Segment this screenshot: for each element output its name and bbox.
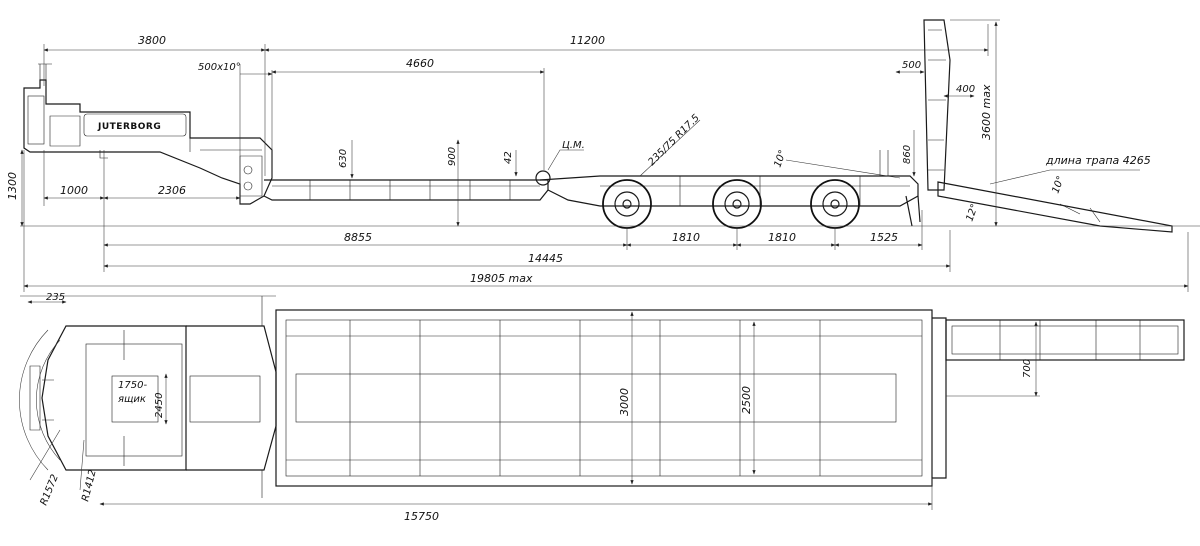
deck-frame (263, 150, 919, 207)
dim-19805-max: 19805 max (470, 272, 533, 285)
dim-700: 700 (1022, 359, 1033, 378)
center-of-mass-label: Ц.М. (562, 140, 585, 151)
dim-2500: 2500 (740, 386, 753, 414)
dim-500x10: 500x10° (198, 62, 241, 73)
dim-1300: 1300 (6, 172, 19, 200)
dim-14445: 14445 (528, 252, 563, 265)
dim-3000: 3000 (618, 388, 631, 416)
dim-1000: 1000 (60, 184, 88, 197)
dim-4660: 4660 (406, 57, 434, 70)
axle-wheels (535, 170, 860, 229)
rear-ramps (905, 19, 1173, 233)
top-view: 235 1750- ящик 2450 3000 2500 700 R1572 … (19, 292, 1185, 523)
dim-1810-b: 1810 (768, 231, 796, 244)
dim-500: 500 (902, 60, 921, 71)
angle-12: 12° (964, 203, 980, 223)
ramp-raised (923, 19, 951, 191)
dim-630: 630 (338, 149, 349, 168)
side-view: JUTERBORG (6, 19, 1200, 292)
wheel-2 (712, 179, 762, 229)
dim-900: 900 (447, 147, 458, 166)
ramp-lowered (937, 181, 1173, 233)
dim-2306: 2306 (158, 184, 186, 197)
dim-3600-max: 3600 max (980, 84, 993, 140)
angle-10-ramp: 10° (1050, 175, 1066, 195)
dim-8855: 8855 (344, 231, 372, 244)
dim-15750: 15750 (404, 510, 439, 523)
box-size-label: 1750- (118, 380, 147, 391)
brand-logo-text: JUTERBORG (97, 122, 161, 132)
angle-10-front: 10° (772, 149, 788, 169)
dim-42: 42 (503, 151, 514, 164)
top-dimension-lines (19, 295, 1040, 510)
side-dimension-lines (20, 19, 1200, 292)
dim-3800: 3800 (138, 34, 166, 47)
dim-2450: 2450 (154, 393, 165, 418)
tire-size-label: 235/75 R17.5 (646, 113, 702, 169)
ramp-plan (945, 319, 1185, 361)
dim-235: 235 (46, 292, 65, 303)
center-of-mass-mark (535, 170, 551, 186)
deck-plan (275, 309, 947, 487)
dim-1525: 1525 (870, 231, 898, 244)
wheel-3 (810, 179, 860, 229)
box-name-label: ящик (118, 394, 146, 405)
dim-860: 860 (902, 145, 913, 164)
wheel-1 (602, 179, 652, 229)
dim-11200: 11200 (570, 34, 605, 47)
dim-1810-a: 1810 (672, 231, 700, 244)
ramp-length-label: длина трапа 4265 (1045, 154, 1151, 167)
dim-400: 400 (956, 84, 975, 95)
gooseneck-plan (29, 296, 277, 498)
radius-1572: R1572 (39, 473, 61, 507)
gooseneck (23, 63, 273, 205)
radius-1412: R1412 (80, 469, 99, 503)
